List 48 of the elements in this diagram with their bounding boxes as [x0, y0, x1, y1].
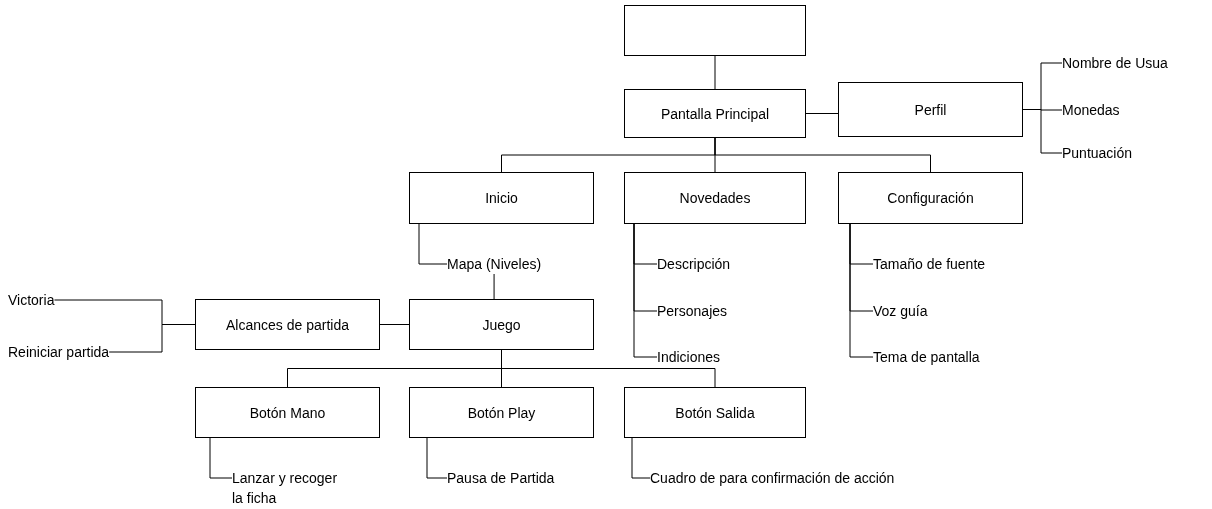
box-label: Alcances de partida: [226, 316, 349, 333]
box-label: Botón Play: [467, 404, 536, 421]
connector-line: [209, 437, 233, 479]
menu-item-label: Tamaño de fuente: [873, 254, 986, 274]
connector-line: [631, 437, 651, 479]
menu-box: [624, 89, 806, 138]
menu-item-label: Tema de pantalla: [873, 347, 980, 367]
box-label: Pantalla Principal: [660, 105, 770, 122]
menu-item-label: Voz guía: [873, 301, 928, 321]
menu-item-label: Pausa de Partida: [447, 468, 555, 488]
box-label: Botón Salida: [675, 404, 755, 421]
connector-line: [633, 223, 658, 358]
empty-box: [624, 5, 806, 56]
box-label: Perfil: [914, 101, 947, 118]
menu-box: [409, 172, 594, 224]
box-label: Inicio: [485, 190, 518, 206]
menu-item-label: Nombre de Usua: [1062, 53, 1168, 73]
menu-item-label: Indiciones: [657, 347, 721, 367]
box-label: Botón Mano: [249, 404, 326, 421]
menu-item-label: Monedas: [1062, 100, 1120, 120]
connector-line: [805, 113, 839, 114]
menu-item-label: Cuadro de para confirmación de acción: [650, 468, 895, 488]
connector-line: [418, 223, 448, 265]
menu-item-label: Lanzar y recoger la ficha: [232, 468, 348, 508]
connector-line: [379, 324, 410, 325]
menu-box: [195, 387, 380, 438]
menu-box: [838, 172, 1023, 224]
menu-box: [624, 387, 806, 438]
menu-item-label: Descripción: [657, 254, 731, 274]
menu-box: [195, 299, 380, 350]
menu-box: [409, 387, 594, 438]
connector-line: [426, 437, 448, 479]
connector-line: [501, 349, 716, 388]
menu-item-label: Personajes: [657, 301, 728, 321]
connector-line: [714, 137, 931, 173]
menu-item-label: Puntuación: [1062, 143, 1133, 163]
menu-item-label: Victoria: [8, 290, 55, 310]
menu-box: [838, 82, 1023, 137]
menu-item-label: Reiniciar partida: [8, 342, 110, 362]
box-label: Configuración: [887, 190, 974, 206]
menu-item-label: Mapa (Niveles): [447, 254, 542, 274]
menu-box: [409, 299, 594, 350]
box-label: Juego: [482, 316, 521, 333]
menu-box: [624, 172, 806, 224]
connector-line: [849, 223, 874, 358]
connector-line: [493, 273, 495, 300]
box-label: Novedades: [679, 190, 751, 206]
connector-line: [714, 55, 716, 90]
